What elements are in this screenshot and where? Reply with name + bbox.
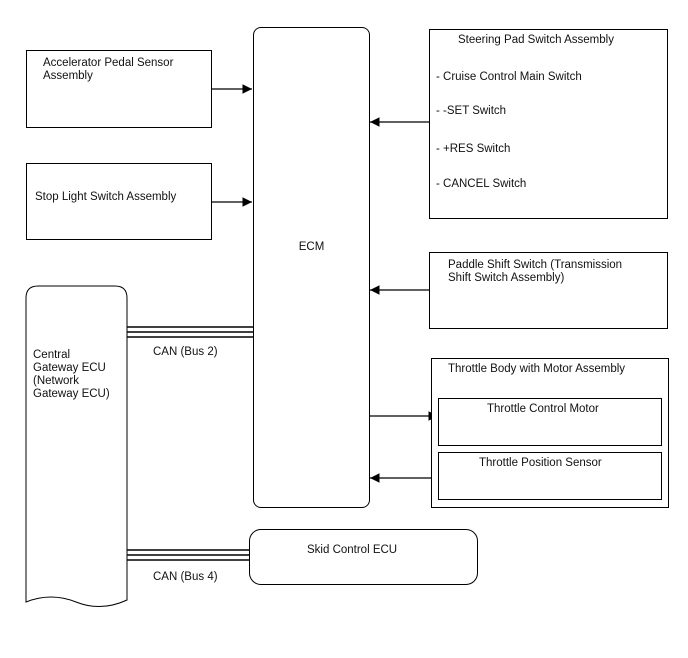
skid-control-ecu-label: Skid Control ECU bbox=[307, 544, 398, 556]
throttle-body-title: Throttle Body with Motor Assembly bbox=[448, 363, 626, 375]
can-bus2-label: CAN (Bus 2) bbox=[153, 346, 218, 358]
accelerator-pedal-sensor-box: Accelerator Pedal Sensor Assembly bbox=[26, 50, 212, 128]
paddle-shift-switch-box: Paddle Shift Switch (Transmission Shift … bbox=[429, 252, 668, 329]
throttle-position-sensor-box: Throttle Position Sensor bbox=[438, 452, 662, 500]
stop-light-switch-box: Stop Light Switch Assembly bbox=[26, 163, 212, 240]
steering-pad-switch-box: Steering Pad Switch Assembly - Cruise Co… bbox=[429, 29, 668, 219]
throttle-position-sensor-label: Throttle Position Sensor bbox=[479, 457, 602, 469]
throttle-control-motor-label: Throttle Control Motor bbox=[487, 403, 599, 415]
can-bus2-lines bbox=[127, 326, 254, 338]
steering-item-cancel: - CANCEL Switch bbox=[436, 178, 527, 190]
paddle-shift-label: Paddle Shift Switch (Transmission Shift … bbox=[448, 259, 623, 284]
ecm-box: ECM bbox=[253, 27, 370, 508]
can-bus4-lines bbox=[127, 549, 250, 561]
accelerator-pedal-sensor-label: Accelerator Pedal Sensor Assembly bbox=[43, 57, 174, 82]
steering-pad-title: Steering Pad Switch Assembly bbox=[458, 34, 614, 46]
gateway-ecu-label: Central Gateway ECU (Network Gateway ECU… bbox=[33, 349, 110, 400]
stop-light-switch-label: Stop Light Switch Assembly bbox=[35, 191, 177, 203]
throttle-control-motor-box: Throttle Control Motor bbox=[438, 398, 662, 446]
ecm-label: ECM bbox=[298, 241, 325, 253]
gateway-ecu-shape bbox=[25, 285, 128, 607]
steering-item-res: - +RES Switch bbox=[436, 143, 511, 155]
can-bus4-label: CAN (Bus 4) bbox=[153, 571, 218, 583]
steering-item-cruise: - Cruise Control Main Switch bbox=[436, 71, 582, 83]
skid-control-ecu-box: Skid Control ECU bbox=[249, 529, 478, 585]
steering-item-set: - -SET Switch bbox=[436, 105, 507, 117]
